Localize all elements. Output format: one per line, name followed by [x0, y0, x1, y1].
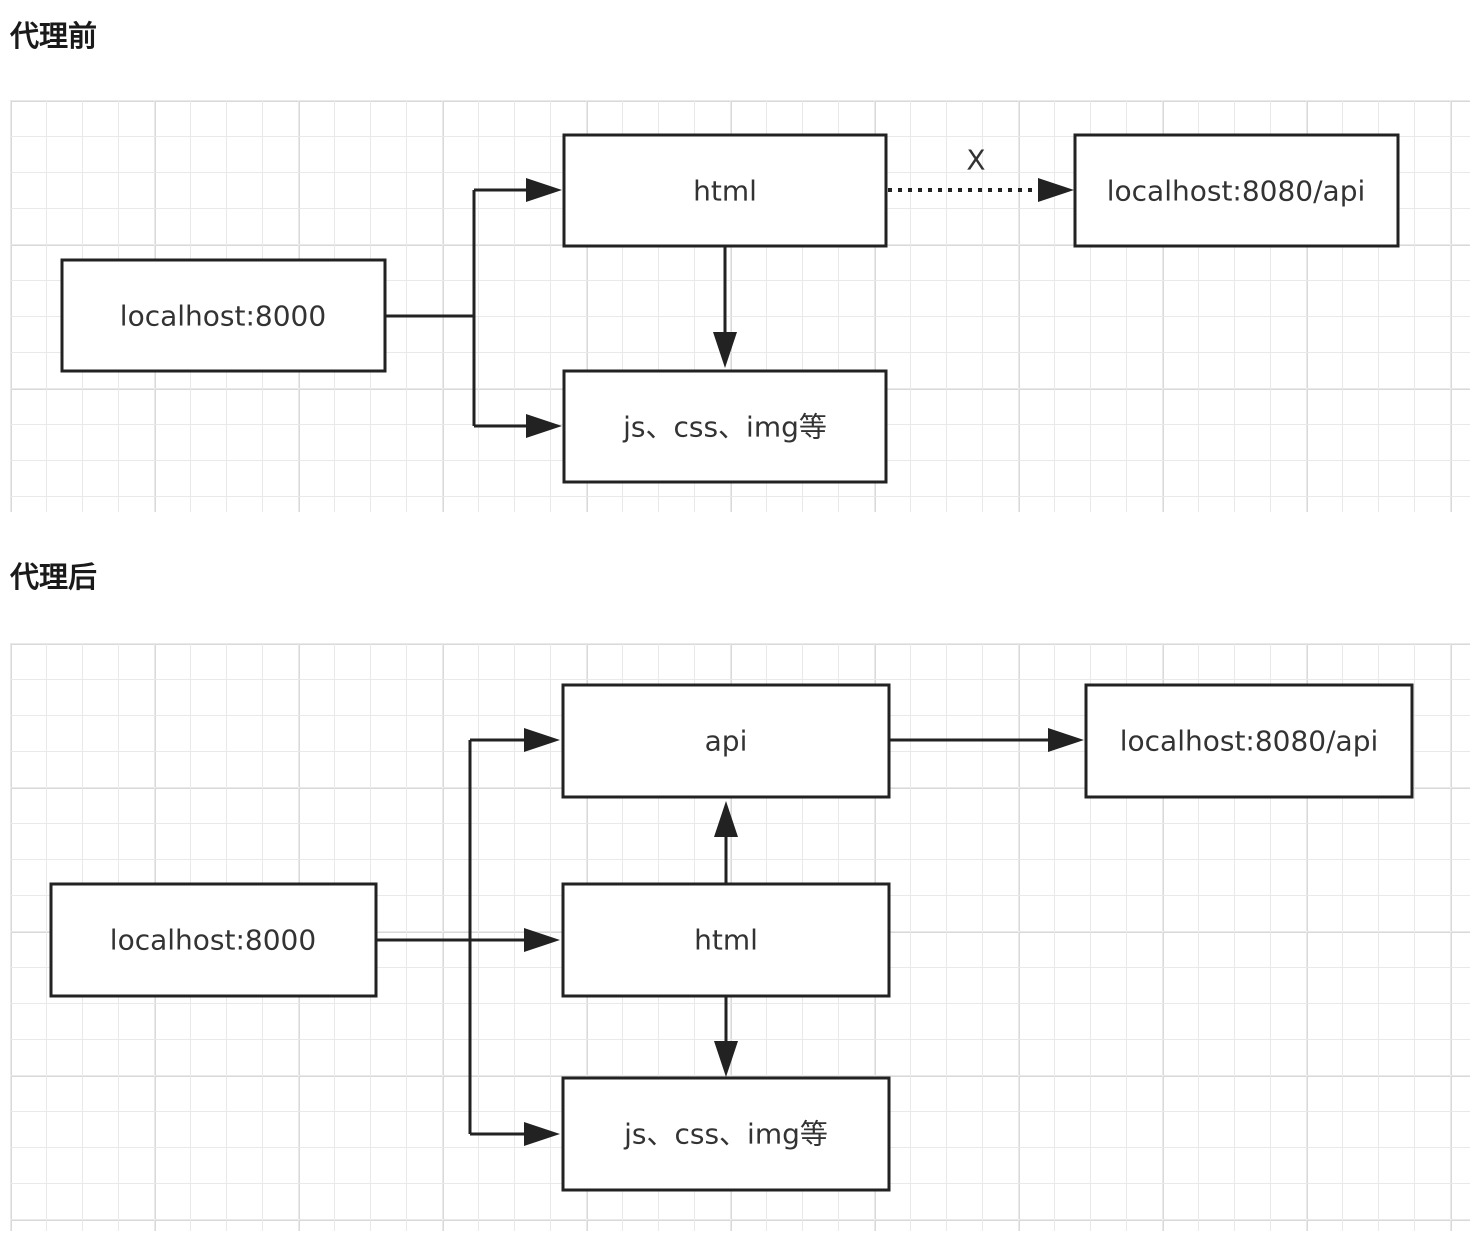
node-after-api-label: api [705, 725, 748, 758]
arrowhead-after-html-to-assets [714, 1041, 738, 1077]
diagram-before-proxy: X localhost:8000 html js、css、img等 localh… [10, 100, 1470, 512]
arrowhead-after-to-api [524, 728, 560, 752]
section-title-before: 代理前 [10, 19, 98, 53]
node-before-assets: js、css、img等 [562, 369, 888, 484]
section-title-after: 代理后 [10, 560, 98, 594]
arrowhead-before-to-html [526, 178, 562, 202]
arrowhead-after-to-assets [524, 1122, 560, 1146]
node-before-assets-label: js、css、img等 [622, 411, 827, 444]
diagram-after-canvas: localhost:8000 api html js、css、img等 loca… [49, 683, 1414, 1192]
node-after-assets: js、css、img等 [561, 1076, 891, 1192]
node-after-backend-label: localhost:8080/api [1120, 725, 1379, 758]
node-after-api: api [561, 683, 891, 799]
arrowhead-after-html-to-api [714, 801, 738, 837]
arrowhead-before-html-to-backend [1038, 178, 1074, 202]
arrowhead-after-api-to-backend [1048, 728, 1084, 752]
arrowhead-after-to-html [524, 928, 560, 952]
node-after-client-label: localhost:8000 [110, 924, 316, 957]
node-after-backend: localhost:8080/api [1084, 683, 1414, 799]
node-after-html-label: html [694, 924, 758, 957]
node-before-client-label: localhost:8000 [120, 300, 326, 333]
node-after-client: localhost:8000 [49, 882, 378, 998]
node-before-backend: localhost:8080/api [1073, 133, 1400, 248]
diagram-before-canvas: X localhost:8000 html js、css、img等 localh… [60, 133, 1400, 484]
node-before-client: localhost:8000 [60, 258, 387, 373]
node-before-html-label: html [693, 175, 757, 208]
diagram-after-proxy: localhost:8000 api html js、css、img等 loca… [10, 643, 1470, 1231]
arrowhead-before-to-assets [526, 414, 562, 438]
node-after-assets-label: js、css、img等 [623, 1118, 828, 1151]
arrowhead-before-html-to-assets [713, 332, 737, 368]
node-after-html: html [561, 882, 891, 998]
node-before-backend-label: localhost:8080/api [1107, 175, 1366, 208]
node-before-html: html [562, 133, 888, 248]
blocked-marker: X [966, 144, 985, 177]
